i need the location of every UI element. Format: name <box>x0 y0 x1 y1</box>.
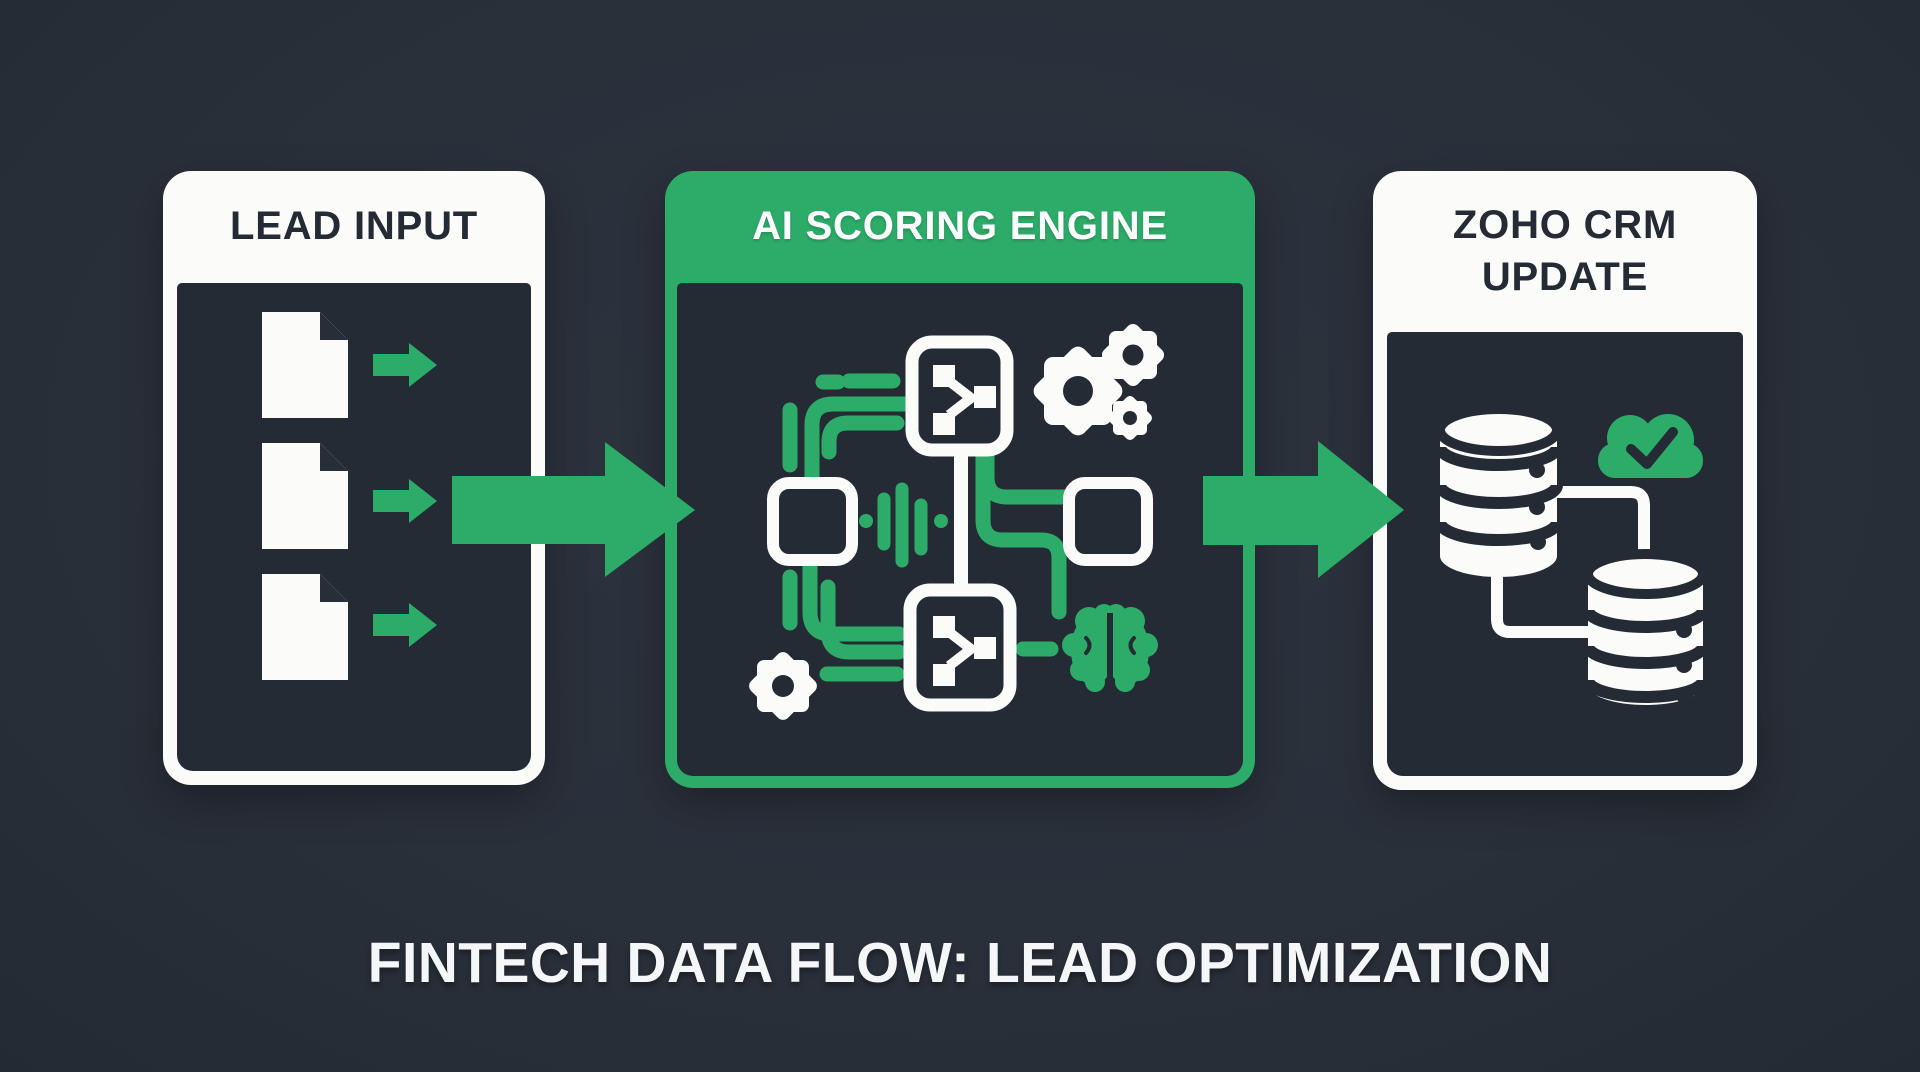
document-icon <box>262 574 348 680</box>
branch-node-icon <box>903 583 1017 712</box>
gear-cluster-icon <box>1033 323 1165 440</box>
waveform-icon <box>859 482 948 568</box>
ai-scoring-engine-art <box>749 323 1165 720</box>
panel-zoho-crm-update: ZOHO CRM UPDATE <box>1373 171 1757 790</box>
zoho-crm-update-art <box>1434 404 1709 705</box>
lead-input-art <box>262 312 437 680</box>
panel-ai-scoring-engine: AI SCORING ENGINE <box>665 171 1255 788</box>
circuit-traces <box>782 373 1074 682</box>
panel-title-zoho-crm-update: ZOHO CRM UPDATE <box>1452 203 1678 299</box>
gear-icon <box>749 652 817 720</box>
arrow-right-icon <box>373 479 437 523</box>
arrow-right-icon <box>373 343 437 387</box>
branch-node-icon <box>905 335 1014 457</box>
flow-arrow-lead-to-ai <box>452 442 695 577</box>
caption: FINTECH DATA FLOW: LEAD OPTIMIZATION <box>367 931 1553 995</box>
panel-title-lead-input: LEAD INPUT <box>230 204 478 249</box>
cloud-check-icon <box>1598 414 1703 478</box>
document-icon <box>262 443 348 549</box>
square-node-icon <box>767 477 858 566</box>
square-node-icon <box>1063 477 1153 566</box>
database-icon <box>1434 404 1563 577</box>
arrow-right-icon <box>373 603 437 647</box>
panel-title-ai-scoring-engine: AI SCORING ENGINE <box>752 204 1168 249</box>
document-icon <box>262 312 348 418</box>
database-icon <box>1582 549 1709 705</box>
brain-icon <box>1062 604 1158 692</box>
flow-arrow-ai-to-crm <box>1203 441 1404 578</box>
connector-lines <box>1491 486 1650 638</box>
